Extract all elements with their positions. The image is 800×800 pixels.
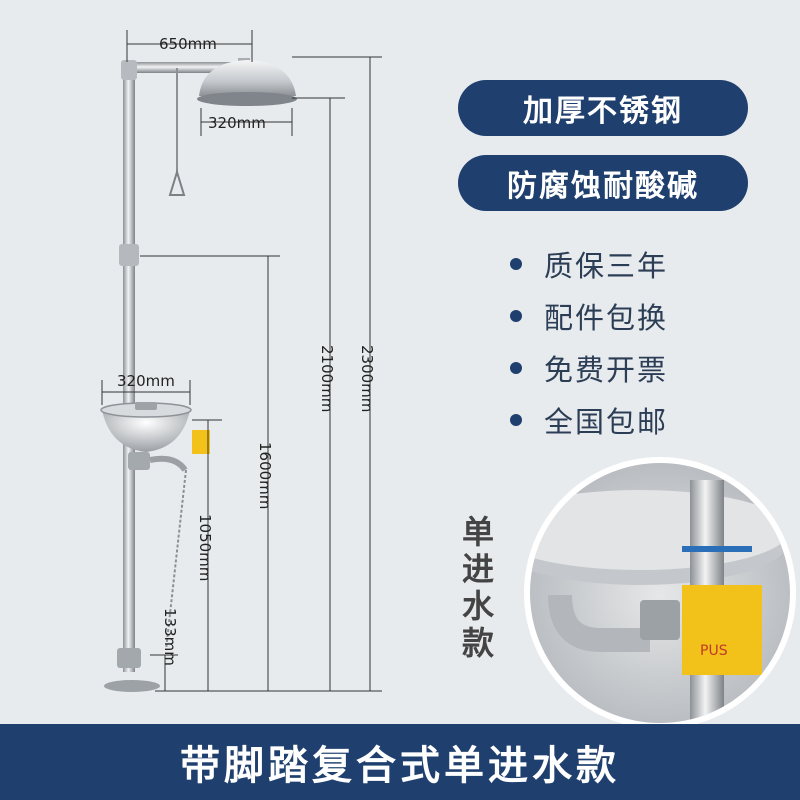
base-plate: [104, 680, 160, 692]
badge-thick-stainless: 加厚不锈钢: [458, 80, 748, 136]
connector-height-dimension: 1600mm: [256, 442, 274, 509]
pull-handle: [168, 168, 186, 196]
list-item: 全国包邮: [510, 394, 668, 446]
feature-label: 全国包邮: [544, 405, 669, 439]
feature-label: 免费开票: [544, 353, 669, 387]
footer-title: 带脚踏复合式单进水款: [0, 724, 800, 800]
feature-label: 配件包换: [544, 301, 669, 335]
yellow-sign: [192, 430, 210, 454]
list-item: 配件包换: [510, 290, 668, 342]
bullet-icon: [510, 414, 522, 426]
shower-diameter-dimension: 320mm: [208, 114, 266, 132]
bowl-valve: [128, 452, 150, 470]
bullet-icon: [510, 310, 522, 322]
inset-u-pipe: [548, 594, 650, 652]
middle-connector: [119, 244, 139, 266]
pedal-height-dimension: 133mm: [161, 608, 179, 666]
vertical-pipe: [123, 72, 135, 672]
list-item: 质保三年: [510, 238, 668, 290]
total-height-dimension: 2300mm: [358, 345, 376, 412]
bullet-icon: [510, 258, 522, 270]
inset-label: 单进水款: [461, 513, 494, 662]
arm-length-dimension: 650mm: [159, 35, 217, 53]
eyewash-bowl: [102, 410, 190, 452]
feature-list: 质保三年 配件包换 免费开票 全国包邮: [510, 238, 668, 446]
drain-pipe: [149, 455, 188, 472]
shower-head-rim: [197, 92, 297, 106]
bullet-icon: [510, 362, 522, 374]
bowl-height-dimension: 1050mm: [196, 514, 214, 581]
pedal-chain: [165, 469, 187, 651]
badge-corrosion-resistant: 防腐蚀耐酸碱: [458, 155, 748, 211]
shower-arm: [126, 62, 251, 73]
eyewash-nozzle: [135, 402, 157, 410]
shower-head: [199, 60, 296, 96]
arm-joint: [121, 60, 137, 80]
shower-height-dimension: 2100mm: [318, 345, 336, 412]
detail-inset: PUS: [524, 457, 796, 729]
inset-yellow-sign: [682, 585, 762, 675]
inset-valve: [640, 600, 680, 640]
feature-label: 质保三年: [544, 249, 669, 283]
list-item: 免费开票: [510, 342, 668, 394]
bowl-diameter-dimension: 320mm: [117, 372, 175, 390]
inset-sign-text: PUS: [700, 643, 728, 659]
dimension-lines: [101, 30, 382, 692]
foot-valve: [117, 648, 141, 668]
